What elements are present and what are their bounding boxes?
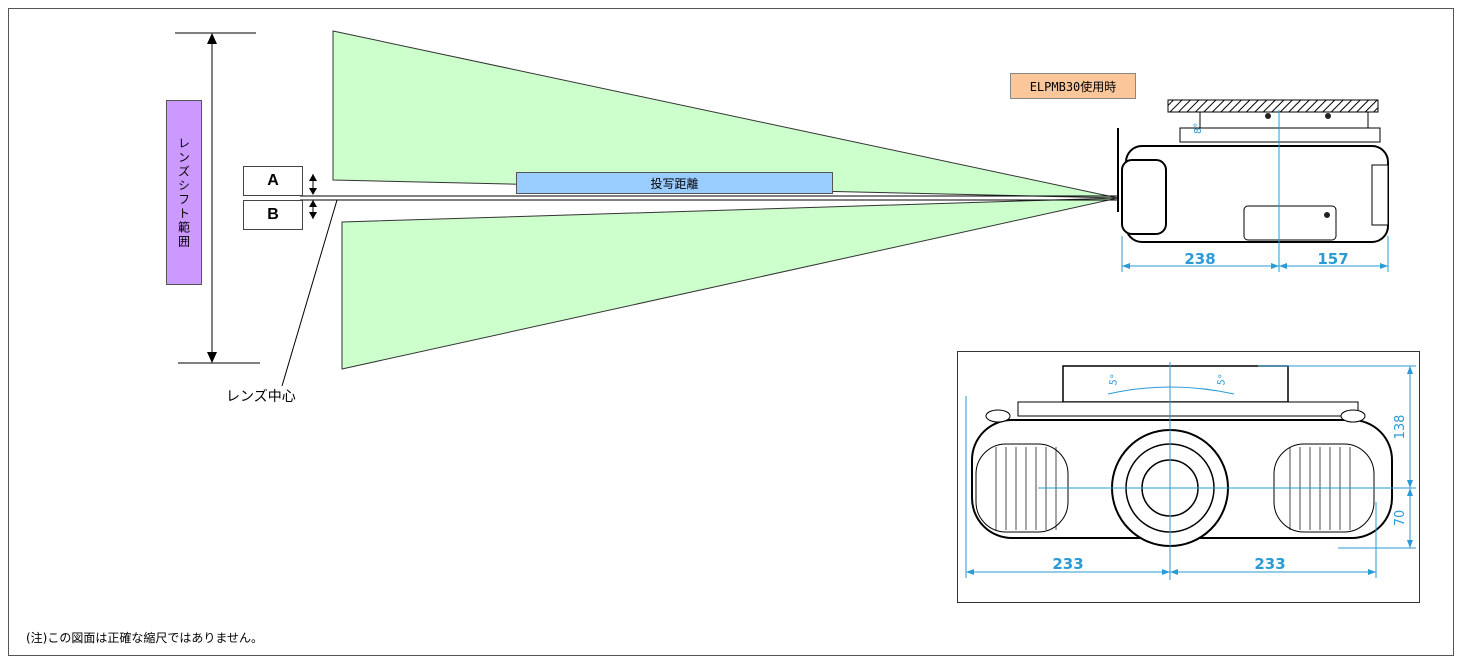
dim-arrow-3 bbox=[1279, 263, 1287, 269]
throw-distance-bar: 投写距離 bbox=[516, 172, 833, 194]
diagram-frame bbox=[8, 8, 1454, 656]
box-a: A bbox=[243, 166, 303, 196]
front-mount-base bbox=[1017, 401, 1359, 417]
lens-shift-range-label: レンズシフト範囲 bbox=[166, 100, 202, 285]
side-dim-right: 157 bbox=[1317, 250, 1348, 268]
lens-center-leader bbox=[281, 199, 338, 387]
swivel-right: 5° bbox=[1216, 373, 1229, 386]
front-dim-height-top: 138 bbox=[1393, 415, 1408, 440]
side-panel bbox=[1243, 205, 1337, 241]
mount-screw-1 bbox=[1265, 113, 1271, 119]
right-foot bbox=[1340, 409, 1366, 423]
ceiling-hatch bbox=[1167, 99, 1379, 113]
swivel-left: 5° bbox=[1108, 373, 1121, 386]
projector-side-view: 238 157 8° bbox=[1117, 99, 1389, 272]
a-arrow-up bbox=[309, 174, 317, 181]
b-arrow-down bbox=[309, 212, 317, 219]
shift-range-arrow-up bbox=[207, 33, 217, 44]
note-caption: (注)この図面は正確な縮尺ではありません。 bbox=[26, 631, 264, 645]
front-mount-top bbox=[1062, 365, 1289, 403]
rear-panel bbox=[1371, 164, 1389, 226]
lens-center-label: レンズ中心 bbox=[226, 389, 296, 405]
a-arrow-down bbox=[309, 188, 317, 195]
front-view-inset: 5° 5° 233 233 138 70 bbox=[957, 351, 1420, 603]
side-dim-left: 238 bbox=[1184, 250, 1215, 268]
mount-screw-2 bbox=[1325, 113, 1331, 119]
box-b: B bbox=[243, 200, 303, 230]
shift-range-arrow-down bbox=[207, 352, 217, 363]
projector-front-view: 5° 5° 233 233 138 70 bbox=[965, 362, 1416, 580]
b-arrow-up bbox=[309, 200, 317, 207]
lens-hood-side bbox=[1121, 159, 1167, 235]
front-dim-right: 233 bbox=[1254, 555, 1285, 573]
front-dim-left: 233 bbox=[1052, 555, 1083, 573]
side-screw bbox=[1324, 212, 1330, 218]
lower-projection-beam bbox=[341, 197, 1119, 370]
mount-model-tag: ELPMB30使用時 bbox=[1010, 73, 1136, 99]
side-tilt-angle: 8° bbox=[1193, 123, 1204, 134]
left-foot bbox=[985, 409, 1011, 423]
dim-arrow-4 bbox=[1380, 263, 1388, 269]
front-dim-height-lens: 70 bbox=[1393, 510, 1408, 527]
mount-bracket bbox=[1179, 127, 1381, 143]
dim-arrow-1 bbox=[1122, 263, 1130, 269]
mount-plate bbox=[1199, 111, 1369, 129]
dim-arrow-2 bbox=[1271, 263, 1279, 269]
